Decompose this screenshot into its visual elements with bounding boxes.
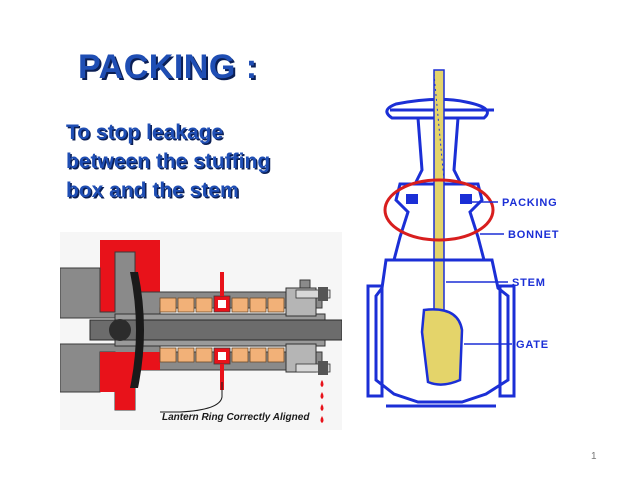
label-bonnet: BONNET (508, 229, 559, 241)
label-packing: PACKING (502, 197, 558, 209)
housing-red-fluid-lower (100, 352, 160, 410)
subtitle-line-1: To stop leakage (66, 121, 224, 144)
gate-wedge (420, 308, 464, 386)
slide-title: PACKING : (78, 48, 258, 86)
shaft (89, 319, 342, 341)
packing-rings-lower (159, 347, 285, 363)
packing-rings-upper (159, 297, 285, 313)
stuffing-box-diagram: Lantern Ring Correctly Aligned (60, 232, 342, 430)
nut-upper (318, 287, 328, 301)
slide-subtitle: To stop leakage between the stuffing box… (66, 118, 366, 205)
subtitle-line-3: box and the stem (66, 179, 239, 202)
yoke (414, 117, 462, 183)
slide-number: 1 (591, 451, 597, 462)
nut-lower (318, 361, 328, 375)
stud-upper (295, 289, 331, 299)
lantern-ring (213, 272, 231, 390)
caption-leader-line (160, 382, 223, 413)
subtitle-line-2: between the stuffing (66, 150, 271, 173)
gland-nut-right (460, 194, 472, 204)
impeller-blade (130, 272, 144, 388)
flange-left (366, 284, 384, 398)
valve-body (374, 258, 510, 404)
shaft-nut (109, 319, 131, 341)
gate-valve-diagram: PACKING BONNET STEM GATE (366, 69, 559, 408)
stud-lower (295, 363, 331, 373)
lantern-ring-caption: Lantern Ring Correctly Aligned (162, 412, 310, 423)
flange-right (498, 284, 516, 398)
label-stem: STEM (512, 277, 546, 289)
leakage-drops (320, 380, 324, 423)
label-gate: GATE (516, 339, 549, 351)
packing-highlight-circle (383, 178, 495, 242)
gland-nut-left (406, 194, 418, 204)
